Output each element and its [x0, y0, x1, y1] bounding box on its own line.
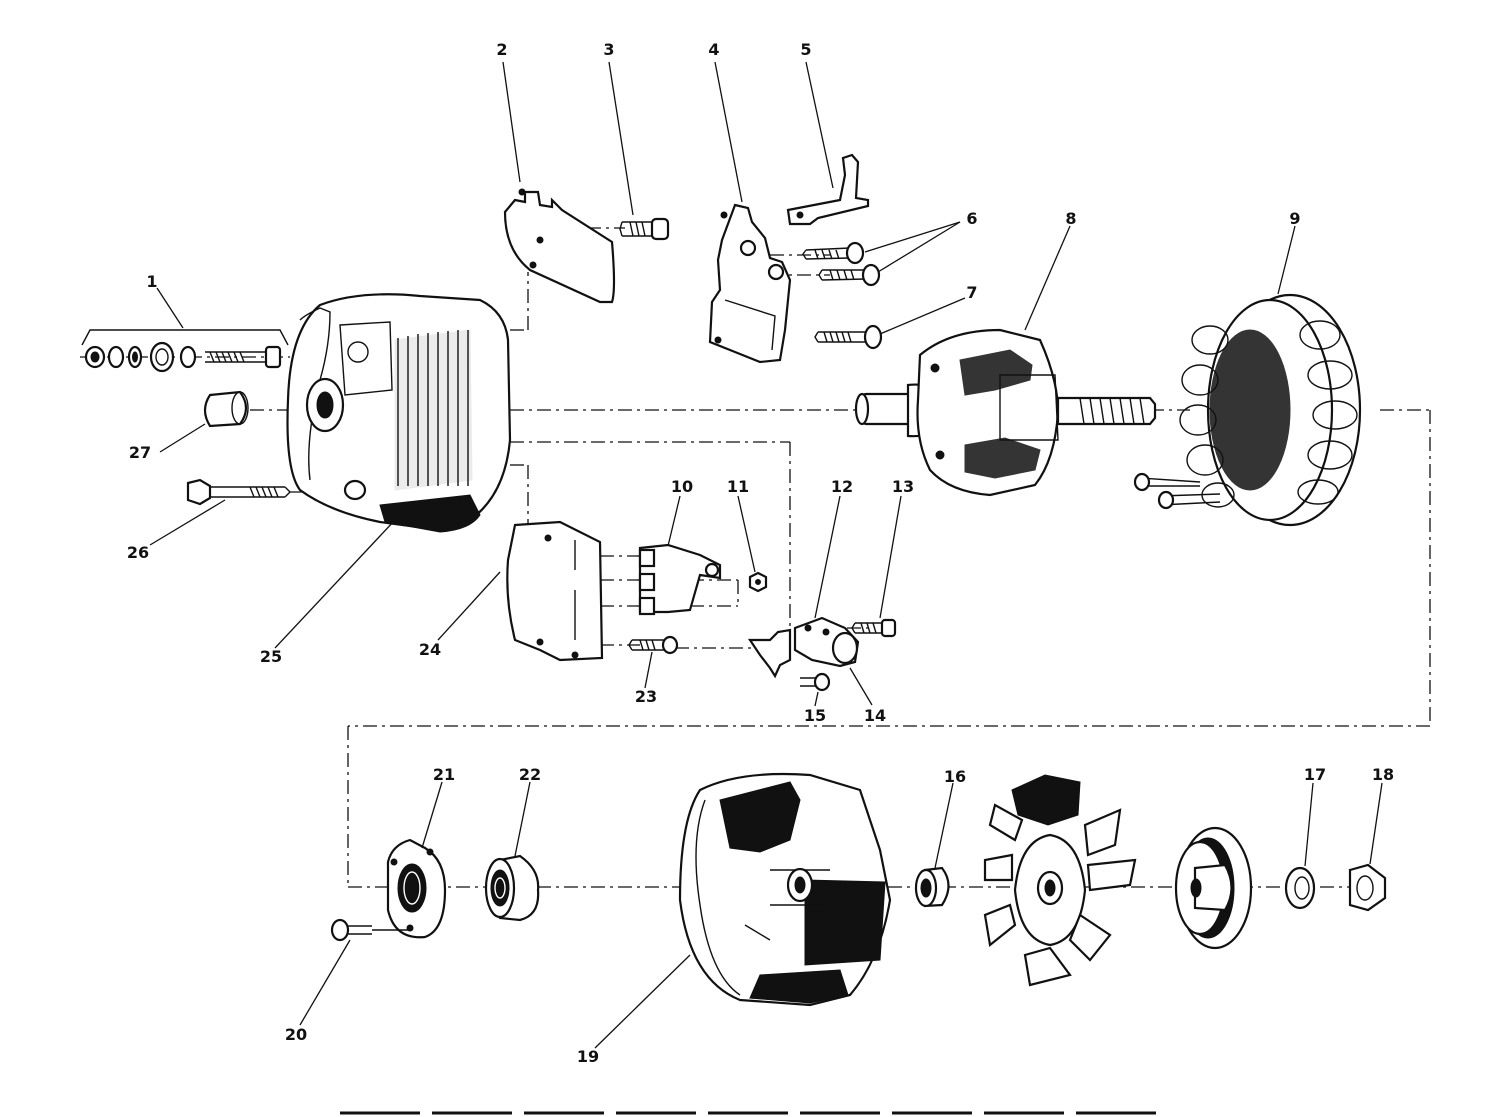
part-9-stator [1133, 293, 1362, 527]
part-10-terminal-block [638, 543, 722, 616]
callout-27: 27 [129, 443, 151, 462]
part-11-nut [748, 571, 768, 593]
callout-13: 13 [892, 477, 914, 496]
part-19-drive-end-frame [678, 772, 892, 1007]
callout-12: 12 [831, 477, 853, 496]
callout-10: 10 [671, 477, 693, 496]
part-15-screw [800, 672, 831, 692]
callout-11: 11 [727, 477, 749, 496]
part-22-bearing [484, 854, 540, 922]
part-13-screw [851, 618, 897, 638]
part-3-screw [619, 217, 670, 241]
part-26-bolt [186, 478, 291, 506]
part-fan [983, 774, 1137, 987]
leader-lines [149, 61, 1383, 1049]
part-20-screw [330, 918, 408, 942]
part-12-rectifier-bridge [747, 616, 860, 679]
callout-25: 25 [260, 647, 282, 666]
part-27-bushing [203, 390, 249, 428]
part-25-end-frame [286, 293, 512, 533]
part-8-rotor [854, 328, 1157, 497]
callout-17: 17 [1304, 765, 1326, 784]
callout-2: 2 [496, 40, 507, 59]
callout-4: 4 [708, 40, 719, 59]
callout-16: 16 [944, 767, 966, 786]
callout-20: 20 [285, 1025, 307, 1044]
part-23-screw [628, 635, 679, 655]
callout-24: 24 [419, 640, 441, 659]
part-16-spacer [914, 866, 950, 908]
callout-9: 9 [1289, 209, 1300, 228]
part-6-screws [802, 241, 881, 287]
part-pulley [1174, 826, 1253, 950]
part-2-bracket [503, 188, 616, 304]
callout-14: 14 [864, 706, 886, 725]
callout-1: 1 [146, 272, 157, 291]
callout-22: 22 [519, 765, 541, 784]
callout-18: 18 [1372, 765, 1394, 784]
callout-7: 7 [966, 283, 977, 302]
callout-8: 8 [1065, 209, 1076, 228]
part-4-capacitor-bracket [708, 203, 792, 364]
part-1-hardware-stack [81, 329, 289, 373]
parts [81, 153, 1387, 1115]
part-17-washer [1284, 866, 1316, 910]
callout-19: 19 [577, 1047, 599, 1066]
part-24-rectifier-cover [506, 520, 604, 662]
callout-6: 6 [966, 209, 977, 228]
callout-labels: 1 2 3 4 5 6 7 8 9 10 11 12 13 14 15 16 1… [127, 40, 1394, 1066]
part-7-screw [814, 324, 883, 350]
callout-15: 15 [804, 706, 826, 725]
callout-26: 26 [127, 543, 149, 562]
callout-3: 3 [603, 40, 614, 59]
callout-5: 5 [800, 40, 811, 59]
callout-23: 23 [635, 687, 657, 706]
callout-21: 21 [433, 765, 455, 784]
part-5-strap [786, 153, 870, 226]
part-18-nut [1348, 863, 1387, 912]
part-21-retainer-plate [386, 838, 447, 939]
